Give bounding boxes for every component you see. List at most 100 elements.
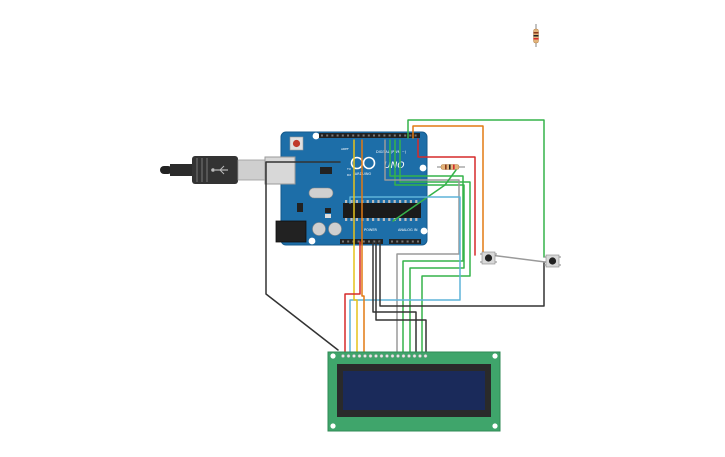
push-button-left[interactable] — [480, 251, 497, 265]
digital-pins-label: DIGITAL (PWM ~) — [376, 150, 407, 154]
tx-label: TX — [346, 167, 351, 171]
header-pin[interactable] — [383, 134, 386, 137]
header-pin[interactable] — [406, 240, 409, 243]
header-pin[interactable] — [357, 134, 360, 137]
lcd-pin[interactable] — [341, 354, 345, 358]
lcd-pin[interactable] — [379, 354, 384, 358]
wire-green-diagonal[interactable] — [392, 169, 457, 222]
wire-black-gnd-button[interactable] — [379, 241, 545, 307]
wire-green-d-b[interactable] — [394, 139, 465, 355]
header-pin[interactable] — [393, 134, 396, 137]
board-resistor[interactable] — [437, 164, 465, 170]
header-pin[interactable] — [347, 240, 350, 243]
wire-green-d-c[interactable] — [389, 139, 464, 355]
board-brand-label: UNO — [384, 161, 404, 171]
chip-pin — [404, 200, 407, 203]
header-pin[interactable] — [378, 134, 381, 137]
wires — [265, 119, 554, 355]
reset-button[interactable] — [289, 136, 304, 151]
header-pin[interactable] — [347, 134, 349, 137]
chip-pin — [388, 200, 391, 203]
wire-yellow-contrast[interactable] — [353, 139, 358, 355]
header-pin[interactable] — [342, 240, 344, 243]
lcd-pin[interactable] — [412, 354, 417, 358]
header-pin[interactable] — [352, 134, 355, 137]
lcd-pin[interactable] — [390, 354, 395, 358]
analog-label: ANALOG IN — [398, 228, 418, 232]
wire-green-button-right[interactable] — [407, 119, 545, 258]
lcd-16x2-display[interactable] — [327, 351, 501, 432]
header-pin[interactable] — [336, 134, 339, 137]
lcd-screen — [343, 371, 485, 410]
header-pin[interactable] — [378, 240, 381, 243]
header-pin[interactable] — [362, 134, 365, 137]
lcd-pin-header[interactable] — [341, 354, 428, 358]
header-pin[interactable] — [373, 240, 376, 243]
chip-pin — [399, 200, 402, 203]
chip-pin — [345, 200, 348, 203]
lcd-pin[interactable] — [368, 354, 373, 358]
aref-label: AREF — [341, 147, 349, 151]
power-label: POWER — [364, 228, 378, 232]
chip-pin — [377, 218, 380, 221]
wire-black-gnd-lcd-b[interactable] — [372, 241, 417, 355]
header-pin[interactable] — [401, 240, 404, 243]
header-pin[interactable] — [417, 240, 419, 243]
standalone-resistor[interactable] — [533, 24, 539, 47]
lcd-pin[interactable] — [352, 354, 356, 358]
header-pin[interactable] — [404, 134, 407, 137]
header-pin[interactable] — [411, 240, 414, 243]
header-pin[interactable] — [391, 240, 393, 243]
header-pin[interactable] — [341, 134, 344, 137]
chip-pin — [366, 218, 369, 221]
lcd-pin[interactable] — [418, 354, 422, 358]
lcd-pin[interactable] — [363, 354, 367, 358]
analog-header-pins[interactable] — [391, 240, 419, 243]
header-pin[interactable] — [362, 240, 365, 243]
lcd-pin[interactable] — [385, 354, 389, 358]
wire-red-vcc-button[interactable] — [417, 138, 476, 256]
header-pin[interactable] — [388, 134, 391, 137]
header-pin[interactable] — [368, 240, 370, 243]
lcd-pin[interactable] — [396, 354, 400, 358]
chip-pin — [372, 200, 375, 203]
usb-cable[interactable] — [160, 156, 267, 184]
wire-orange-lcd[interactable] — [361, 139, 365, 355]
header-pin[interactable] — [373, 134, 375, 137]
digital-header-pins[interactable] — [321, 134, 417, 137]
header-pin[interactable] — [331, 134, 334, 137]
wire-gray-d[interactable] — [384, 139, 460, 355]
push-button-right[interactable] — [544, 254, 561, 268]
wire-red-lcd-power[interactable] — [344, 241, 361, 355]
header-pin[interactable] — [367, 134, 370, 137]
wire-orange-button-left[interactable] — [412, 125, 484, 256]
usb-symbol-icon — [211, 165, 228, 175]
lcd-pin[interactable] — [423, 354, 428, 358]
chip-pin — [355, 200, 358, 203]
rx-label: RX — [347, 173, 351, 177]
header-pin[interactable] — [396, 240, 399, 243]
chip-pin — [388, 218, 391, 221]
wire-black-usb-lcd[interactable] — [265, 161, 341, 351]
chip-pin — [393, 200, 396, 203]
header-pin[interactable] — [357, 240, 360, 243]
wire-black-gnd-lcd[interactable] — [375, 241, 427, 355]
lcd-pin[interactable] — [374, 354, 378, 358]
arduino-uno-board[interactable]: ARDUINO UNO DIGITAL (PWM ~) AREF TX RX P… — [264, 131, 428, 246]
wire-green-d-a[interactable] — [399, 139, 471, 355]
chip-pin — [382, 200, 385, 203]
header-pin[interactable] — [321, 134, 323, 137]
wire-gray-buttons[interactable] — [489, 254, 554, 264]
header-pin[interactable] — [414, 134, 417, 137]
lcd-pin[interactable] — [346, 354, 351, 358]
header-pin[interactable] — [399, 134, 401, 137]
lcd-pin[interactable] — [407, 354, 411, 358]
wire-blue-contrast[interactable] — [349, 196, 461, 355]
lcd-pin[interactable] — [401, 354, 406, 358]
lcd-pin[interactable] — [357, 354, 362, 358]
chip-pins-top — [345, 200, 418, 203]
header-pin[interactable] — [409, 134, 412, 137]
header-pin[interactable] — [326, 134, 329, 137]
